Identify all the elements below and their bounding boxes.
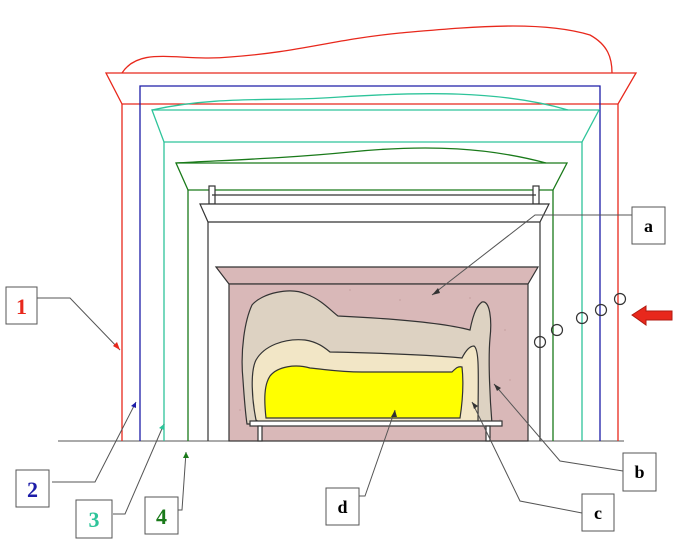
inner-shrine (199, 185, 550, 441)
entry-circles (533, 292, 627, 349)
shrine-3-roof-curve (151, 92, 569, 111)
label-b: b (622, 452, 657, 492)
inner-shrine-cornice (199, 203, 550, 223)
shrine-1-cornice (104, 72, 638, 105)
entry-circle (533, 335, 547, 349)
label-3-text: 3 (89, 507, 100, 532)
shrine-3-cornice (151, 109, 601, 143)
label-d: d (325, 487, 360, 526)
shrine-1-roof-curve (121, 25, 613, 74)
shrine-1 (104, 25, 638, 441)
label-a: a (631, 206, 666, 245)
leader-arrowheads (113, 288, 501, 458)
shrine-2 (139, 85, 601, 441)
entry-circle (613, 292, 627, 306)
shrine-4-roof-curve (175, 147, 547, 164)
label-4: 4 (144, 496, 179, 535)
label-b-text: b (634, 462, 644, 482)
shrine-3 (151, 92, 601, 441)
label-4-text: 4 (156, 504, 167, 529)
label-2-text: 2 (27, 477, 38, 502)
label-1-text: 1 (16, 294, 27, 319)
shrine-4 (174, 147, 569, 441)
entry-circle (594, 303, 608, 317)
label-c-text: c (594, 503, 602, 523)
label-c: c (581, 493, 615, 532)
entry-circle (550, 323, 564, 337)
leader-lines (37, 214, 632, 515)
entry-circle (575, 311, 589, 325)
label-a-text: a (644, 216, 653, 236)
mummy (264, 365, 464, 419)
label-2: 2 (15, 469, 50, 508)
label-d-text: d (337, 497, 347, 517)
label-1: 1 (5, 286, 38, 325)
label-3: 3 (75, 499, 113, 539)
bier (249, 420, 503, 442)
shrine-4-cornice (174, 162, 569, 191)
entry-arrow-icon (631, 305, 673, 326)
sarcophagus-lid (214, 266, 540, 285)
